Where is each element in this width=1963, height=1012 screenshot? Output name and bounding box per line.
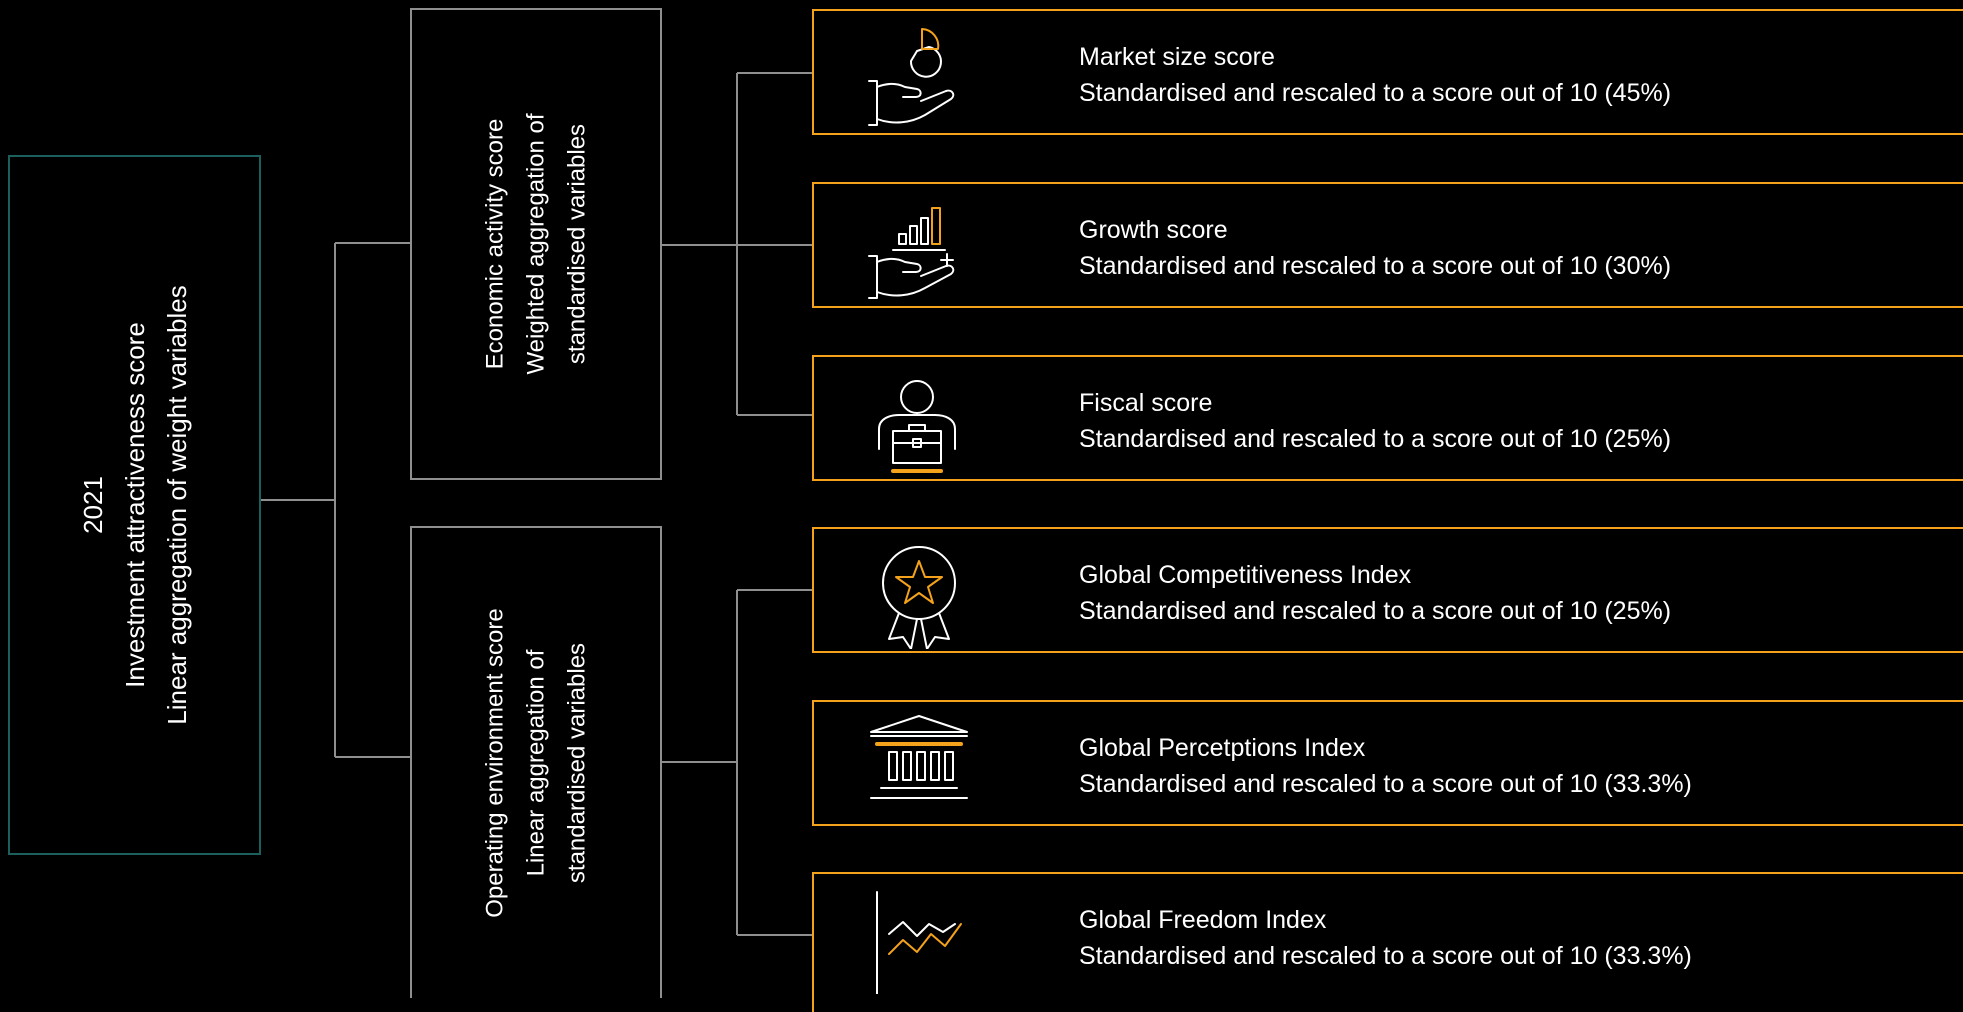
operating-environment-box: Operating environment score Linear aggre… <box>410 526 662 998</box>
person-briefcase-icon <box>859 367 979 477</box>
leaf-global-perceptions: Global Percetptions Index Standardised a… <box>812 700 1963 826</box>
institution-building-icon <box>859 712 979 822</box>
root-score-label: 2021 Investment attractiveness score Lin… <box>72 285 198 724</box>
hand-pie-chart-icon <box>859 21 979 131</box>
economic-activity-box: Economic activity score Weighted aggrega… <box>410 8 662 480</box>
economic-activity-label: Economic activity score Weighted aggrega… <box>475 113 598 374</box>
trend-chart-icon <box>859 884 979 994</box>
economic-method-line2: standardised variables <box>563 123 591 365</box>
award-ribbon-icon <box>859 539 979 649</box>
root-score-box: 2021 Investment attractiveness score Lin… <box>8 155 261 855</box>
leaf-title: Global Freedom Index <box>1079 906 1327 934</box>
leaf-description: Standardised and rescaled to a score out… <box>1079 770 1692 798</box>
hand-growth-bars-icon <box>859 194 979 304</box>
leaf-fiscal: Fiscal score Standardised and rescaled t… <box>812 355 1963 481</box>
operating-method-line1: Linear aggregation of <box>522 649 550 877</box>
leaf-growth: Growth score Standardised and rescaled t… <box>812 182 1963 308</box>
root-year: 2021 <box>77 476 108 534</box>
leaf-title: Fiscal score <box>1079 389 1213 417</box>
leaf-description: Standardised and rescaled to a score out… <box>1079 252 1672 280</box>
economic-method-line1: Weighted aggregation of <box>522 113 550 375</box>
leaf-global-competitiveness: Global Competitiveness Index Standardise… <box>812 527 1963 653</box>
leaf-description: Standardised and rescaled to a score out… <box>1079 425 1672 453</box>
leaf-title: Growth score <box>1079 216 1228 244</box>
operating-title: Operating environment score <box>481 608 509 918</box>
leaf-title: Global Competitiveness Index <box>1079 561 1412 589</box>
leaf-title: Global Percetptions Index <box>1079 734 1366 762</box>
leaf-description: Standardised and rescaled to a score out… <box>1079 597 1672 625</box>
operating-method-line2: standardised variables <box>563 642 591 884</box>
operating-environment-label: Operating environment score Linear aggre… <box>475 608 598 918</box>
economic-title: Economic activity score <box>481 118 509 370</box>
leaf-title: Market size score <box>1079 43 1275 71</box>
root-method: Linear aggregation of weight variables <box>161 285 192 725</box>
leaf-description: Standardised and rescaled to a score out… <box>1079 79 1672 107</box>
leaf-market-size: Market size score Standardised and resca… <box>812 9 1963 135</box>
root-title: Investment attractiveness score <box>119 322 150 688</box>
leaf-global-freedom: Global Freedom Index Standardised and re… <box>812 872 1963 1012</box>
leaf-description: Standardised and rescaled to a score out… <box>1079 942 1692 970</box>
